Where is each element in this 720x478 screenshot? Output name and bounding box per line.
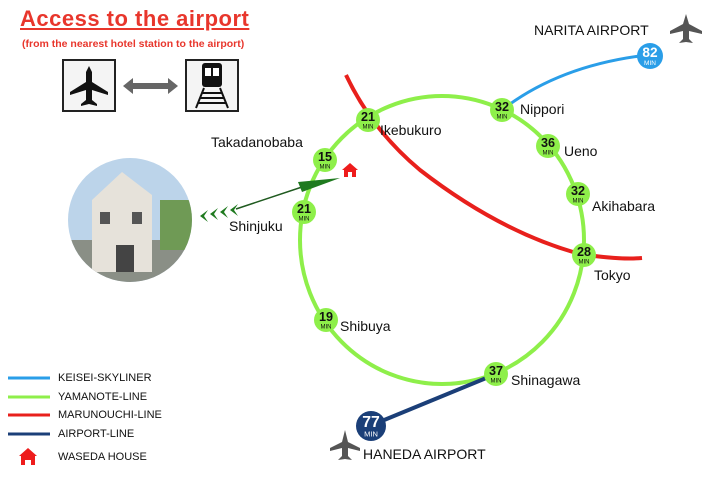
narita-airport-label: NARITA AIRPORT <box>534 22 649 38</box>
legend-keisei: KEISEI-SKYLINER <box>58 372 152 384</box>
station-label-akihabara: Akihabara <box>592 198 656 214</box>
station-label-nippori: Nippori <box>520 101 565 117</box>
page-title: Access to the airport <box>20 6 250 31</box>
svg-text:MIN: MIN <box>573 198 584 204</box>
svg-text:MIN: MIN <box>321 324 332 330</box>
svg-text:36: 36 <box>541 136 555 150</box>
svg-text:MIN: MIN <box>491 378 502 384</box>
svg-text:MIN: MIN <box>364 430 378 439</box>
yamanote-line <box>298 94 586 386</box>
station-label-tokyo: Tokyo <box>594 267 631 283</box>
svg-text:MIN: MIN <box>543 150 554 156</box>
airport-line <box>371 372 497 427</box>
legend-waseda-house: WASEDA HOUSE <box>58 451 147 463</box>
narita-airplane-icon <box>670 14 702 43</box>
hotel-photo <box>68 158 192 282</box>
arrow-to-station <box>200 178 340 222</box>
svg-text:82: 82 <box>642 45 658 60</box>
svg-text:77: 77 <box>362 414 380 431</box>
station-label-shibuya: Shibuya <box>340 318 391 334</box>
haneda-airport-label: HANEDA AIRPORT <box>363 446 486 462</box>
station-label-ueno: Ueno <box>564 143 598 159</box>
station-label-ikebukuro: Ikebukuro <box>380 122 442 138</box>
svg-text:MIN: MIN <box>497 114 508 120</box>
svg-text:21: 21 <box>297 202 311 216</box>
legend-airport-line: AIRPORT-LINE <box>58 428 135 440</box>
svg-text:32: 32 <box>495 100 509 114</box>
double-arrow-icon <box>123 78 178 94</box>
svg-text:MIN: MIN <box>363 124 374 130</box>
legend-house-icon <box>19 448 37 465</box>
legend-yamanote: YAMANOTE-LINE <box>58 391 148 403</box>
train-icon-box <box>185 59 239 112</box>
svg-text:37: 37 <box>489 364 503 378</box>
svg-text:MIN: MIN <box>299 216 310 222</box>
svg-text:MIN: MIN <box>644 60 656 67</box>
station-label-takadanobaba: Takadanobaba <box>211 134 303 150</box>
haneda-airplane-icon <box>330 430 360 460</box>
svg-text:15: 15 <box>318 150 332 164</box>
station-label-shinjuku: Shinjuku <box>229 218 283 234</box>
svg-text:MIN: MIN <box>320 164 331 170</box>
legend-marunouchi: MARUNOUCHI-LINE <box>58 409 162 421</box>
svg-text:21: 21 <box>361 110 375 124</box>
page-subtitle: (from the nearest hotel station to the a… <box>22 38 245 50</box>
waseda-house-icon <box>342 163 358 177</box>
keisei-skyliner-line <box>501 53 649 112</box>
station-label-shinagawa: Shinagawa <box>511 372 581 388</box>
svg-text:32: 32 <box>571 184 585 198</box>
svg-text:28: 28 <box>577 245 591 259</box>
airplane-icon-box <box>62 59 116 112</box>
svg-text:MIN: MIN <box>579 259 590 265</box>
svg-text:19: 19 <box>319 310 333 324</box>
